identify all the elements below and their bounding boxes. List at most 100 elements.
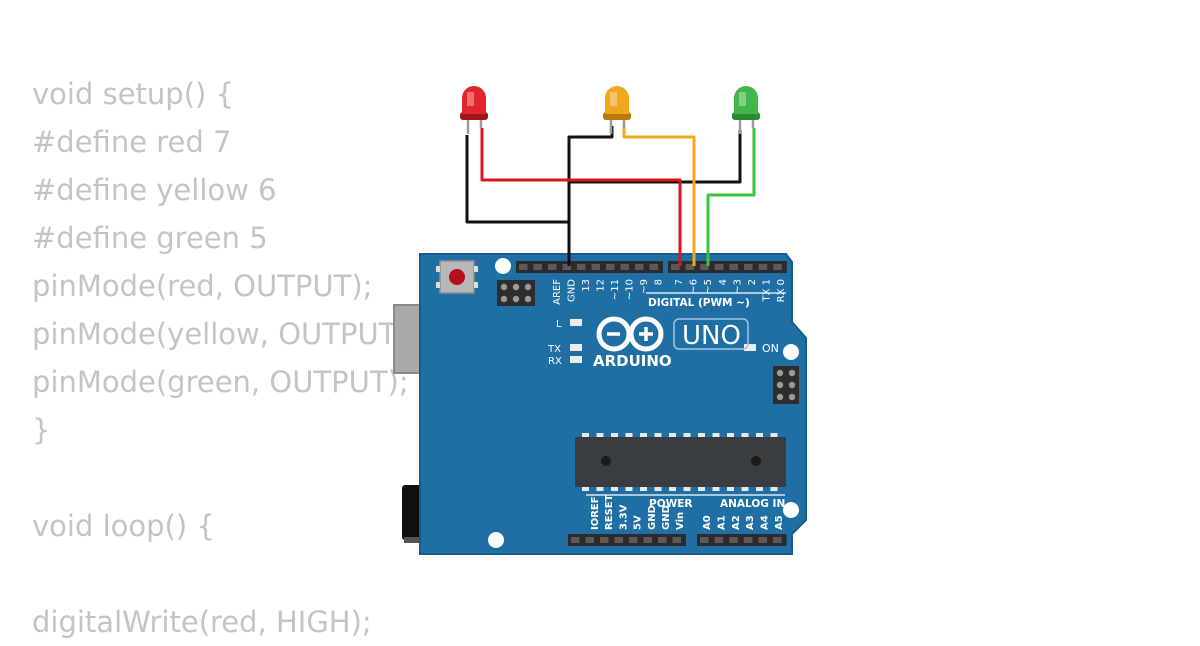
header-pin[interactable] [577,264,586,270]
header-pin[interactable] [672,537,682,543]
pin-label: TX 1 [762,279,773,303]
header-pin[interactable] [744,264,753,270]
led-red-icon[interactable] [460,86,488,134]
header-pin[interactable] [519,264,528,270]
header-pin[interactable] [548,264,557,270]
mounting-hole [495,258,511,274]
led-yellow-icon[interactable] [603,86,631,134]
power-section-label: POWER [649,498,692,510]
header-pin[interactable] [773,537,782,543]
header-pin[interactable] [649,264,659,270]
rx-label: RX [548,356,562,367]
led-tx [570,344,582,351]
header-pin[interactable] [614,537,624,543]
digital-section-label: DIGITAL (PWM ~) [648,297,750,309]
code-line: void loop() { [32,509,215,543]
header-pin[interactable] [714,264,724,270]
on-label: ON [762,342,779,355]
header-pin[interactable] [729,264,738,270]
led-rx [570,356,582,363]
header-pin[interactable] [658,537,667,543]
pin-label: ~10 [625,279,636,300]
header-pin[interactable] [600,537,609,543]
pin-label: GND [661,505,672,530]
code-line: void setup() { [32,77,234,111]
header-pin[interactable] [533,264,543,270]
mounting-hole [783,344,799,360]
mounting-hole [488,532,504,548]
pin-label: AREF [552,279,563,305]
code-line: pinMode(yellow, OUTPUT); [32,317,418,351]
header-pin[interactable] [700,264,709,270]
pin-label: A3 [745,515,756,530]
pin-label: A0 [702,515,713,530]
arduino-logo-icon [596,316,664,352]
header-pin[interactable] [629,537,638,543]
wire-gnd-green [567,130,742,266]
header-pin[interactable] [571,537,580,543]
pin-label: GND [647,505,658,530]
pin-label: 2 [747,279,758,285]
code-line: } [32,413,51,447]
code-line: #define yellow 6 [32,173,277,207]
pin-label: 4 [718,279,729,285]
header-pin[interactable] [671,264,680,270]
pin-label: IOREF [590,496,601,530]
pin-label: ~5 [703,279,714,294]
header-pin[interactable] [635,264,644,270]
digital-header-left [516,261,663,273]
pin-label: 13 [581,279,592,292]
wire-gnd-yellow [567,126,614,266]
code-line: pinMode(green, OUTPUT); [32,365,409,399]
code-line: #define green 5 [32,221,268,255]
header-pin[interactable] [620,264,630,270]
led-on [744,344,756,351]
header-pin[interactable] [729,537,738,543]
led-green-icon[interactable] [732,86,760,134]
pin-label: RX 0 [776,279,787,302]
header-pin[interactable] [714,537,724,543]
tx-label: TX [547,344,561,355]
header-pin[interactable] [743,537,753,543]
header-pin[interactable] [562,264,572,270]
code-listing: void setup() { #define red 7 #define yello… [32,70,417,646]
pin-label: Vin [675,512,686,530]
code-line: #define red 7 [32,125,232,159]
wires [465,126,756,266]
pin-label: 12 [596,279,607,292]
header-pin[interactable] [773,264,782,270]
header-pin[interactable] [606,264,615,270]
pin-label: A2 [731,515,742,530]
header-pin[interactable] [585,537,595,543]
wire-yellow-signal [622,126,696,266]
pin-label: ~11 [610,279,621,300]
header-pin[interactable] [758,537,767,543]
pin-label: 8 [654,279,665,285]
header-pin[interactable] [700,537,709,543]
header-pin[interactable] [591,264,601,270]
pin-label: A4 [760,515,771,530]
pin-label: A1 [716,515,727,530]
logo-text: ARDUINO [593,352,672,370]
pin-label: ~6 [689,279,700,294]
digital-header-right [668,261,787,273]
pin-label: GND [567,279,578,302]
pin-label: ~9 [639,279,650,294]
pin-label: 7 [674,279,685,285]
pin-label: RESET [604,494,615,530]
icsp-header [497,280,535,306]
pin-label: 5V [633,515,644,530]
mounting-hole [783,502,799,518]
led-l [570,319,582,326]
header-pin[interactable] [758,264,768,270]
header-pin[interactable] [685,264,695,270]
pin-label: ~3 [732,279,743,294]
header-pin[interactable] [643,537,653,543]
analog-section-label: ANALOG IN [720,498,785,510]
wire-green-signal [706,128,756,266]
pin-label: 3.3V [618,504,629,530]
code-line: pinMode(red, OUTPUT); [32,269,373,303]
model-badge [673,318,749,350]
